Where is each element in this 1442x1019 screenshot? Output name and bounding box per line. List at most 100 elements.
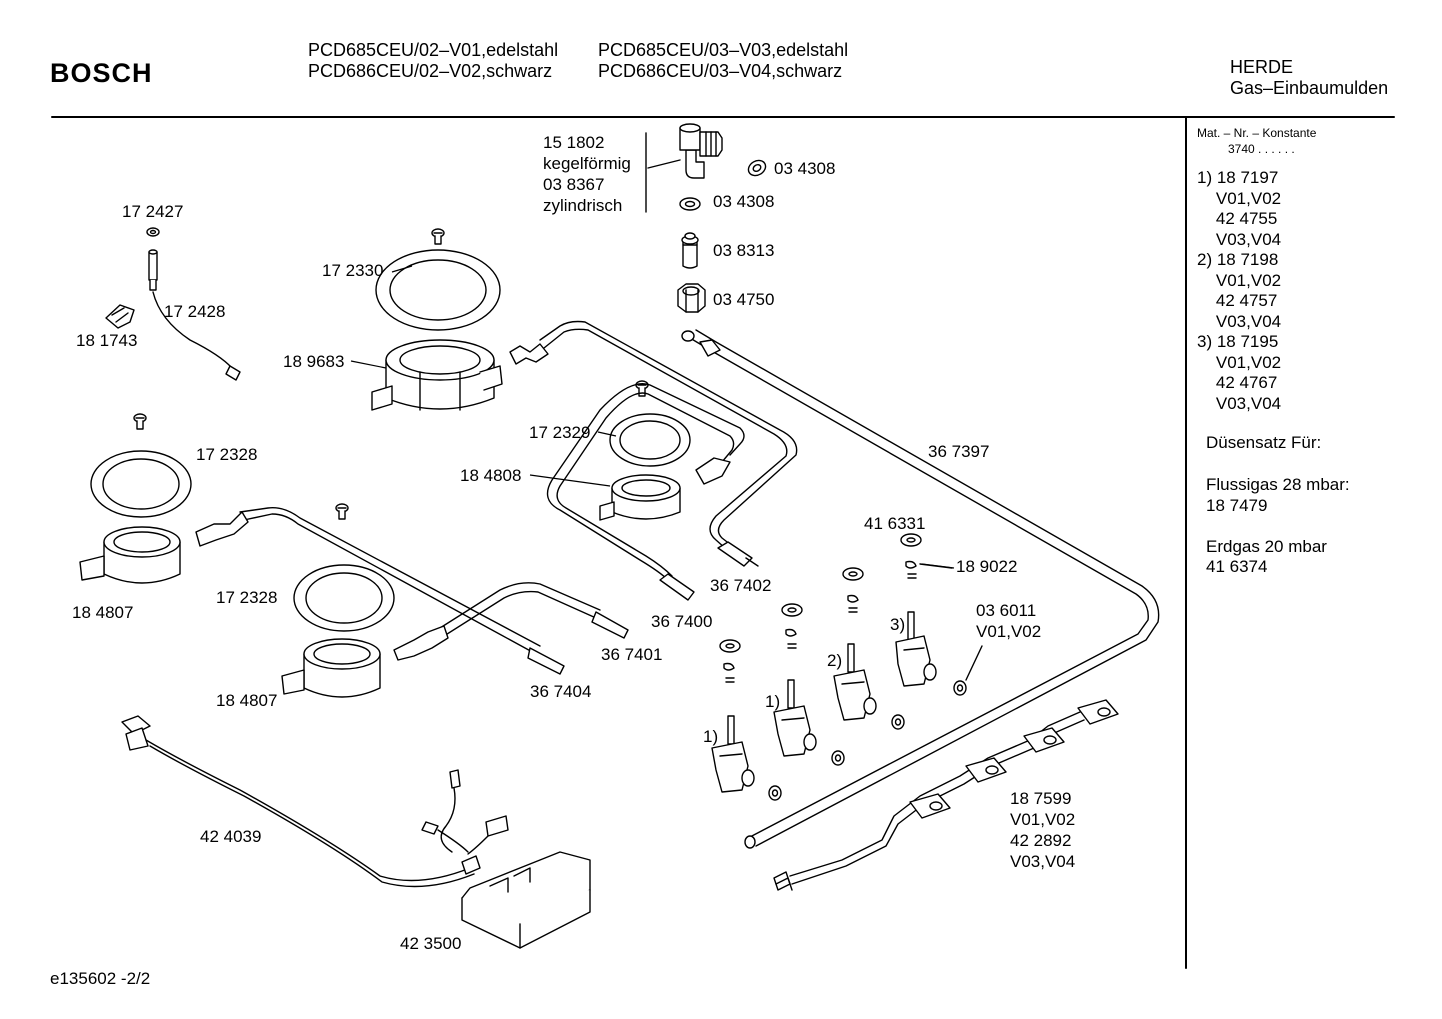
main-gas-pipe-367397 (681, 329, 1160, 849)
part-label: 36 7400 (651, 612, 713, 631)
footnote-marker: 1) (703, 727, 719, 746)
part-label: 03 4750 (713, 290, 775, 309)
part-label: 18 4808 (460, 466, 522, 485)
part-label: 42 2892 (1010, 831, 1072, 850)
footnote-line: V03,V04 (1197, 393, 1282, 413)
model-line-1: PCD685CEU/02–V01,edelstahl (308, 40, 559, 60)
o-ring-036011-icon (953, 680, 967, 696)
knob-cap-416331-icon (900, 533, 922, 547)
part-label: kegelförmig (543, 154, 631, 173)
footnote-marker: 1) (765, 692, 781, 711)
washer-034308b-icon (679, 197, 701, 211)
model-line-3: PCD685CEU/03–V03,edelstahl (598, 40, 849, 60)
elbow-fitting-icon (679, 123, 723, 179)
part-label: V01,V02 (1010, 810, 1076, 829)
pipe-367402 (509, 320, 798, 567)
footnote-line: 42 4755 (1197, 209, 1278, 228)
o-ring-b-icon (831, 750, 845, 766)
part-label: 36 7404 (530, 682, 592, 701)
footnote-line: 3) 18 7195 (1197, 332, 1279, 351)
model-line-2: PCD686CEU/02–V02,schwarz (308, 61, 553, 81)
footnote-line: V01,V02 (1197, 352, 1282, 372)
gas-valve-2-icon (833, 643, 877, 721)
burner-cup-189683-icon (371, 339, 503, 411)
gasket-172329-icon (609, 413, 691, 467)
gasket-172328a-icon (90, 450, 192, 518)
footnote-line: 42 4757 (1197, 291, 1278, 310)
part-label: 15 1802 (543, 133, 605, 152)
mat-number-value: 3740 . . . . . . (1228, 142, 1295, 156)
knob-cap-valve2-icon (781, 603, 803, 649)
screw-burner3-icon (133, 413, 147, 430)
gasket-172328b-icon (293, 564, 395, 632)
category-title: HERDE (1230, 57, 1294, 77)
spring-189022-icon (905, 560, 917, 579)
footnote-line: V03,V04 (1197, 229, 1282, 249)
burner-cup-184808-icon (599, 474, 681, 521)
part-label: zylindrisch (543, 196, 623, 215)
brand-logo: BOSCH (50, 58, 153, 88)
cable-harness-424039 (121, 715, 509, 888)
part-label: 41 6331 (864, 514, 926, 533)
part-label: 18 9022 (956, 557, 1018, 576)
footnote-list: 1) 18 7197 V01,V02 42 4755 V03,V04 2) 18… (1197, 168, 1281, 414)
category-subtitle: Gas–Einbaumulden (1230, 78, 1389, 98)
footnote-line: V01,V02 (1197, 188, 1282, 208)
ng-value: 41 6374 (1206, 557, 1268, 576)
gas-valve-1a-icon (711, 715, 755, 793)
o-ring-a-icon (891, 714, 905, 730)
part-label: 42 3500 (400, 934, 462, 953)
footnote-line: V01,V02 (1197, 270, 1282, 290)
part-label: 03 4308 (713, 192, 775, 211)
nozzle-set-title: Düsensatz Für: (1206, 433, 1322, 452)
part-label: 03 6011 (976, 601, 1037, 620)
document-id: e135602 -2/2 (50, 969, 151, 988)
leader-189022 (919, 563, 953, 569)
lpg-value: 18 7479 (1206, 496, 1268, 515)
burner-cup-184807a-icon (79, 526, 181, 584)
part-label: 42 4039 (200, 827, 262, 846)
part-label: 18 4807 (216, 691, 278, 710)
leader-036011 (965, 645, 983, 681)
gas-valve-3-icon (895, 611, 937, 687)
part-label: 36 7401 (601, 645, 663, 664)
gasket-172330-icon (375, 249, 501, 331)
pipe-367401 (195, 507, 565, 675)
part-label: 18 4807 (72, 603, 134, 622)
footnote-marker: 2) (827, 651, 843, 670)
part-label: 36 7397 (928, 442, 990, 461)
part-label: 18 9683 (283, 352, 345, 371)
footnote-line: V03,V04 (1197, 311, 1282, 331)
screw-burner1-icon (431, 228, 445, 245)
nozzle-038313-icon (681, 232, 699, 269)
pipe-367400 (546, 383, 745, 601)
part-label: 17 2330 (322, 261, 384, 280)
burner-cup-184807b-icon (281, 638, 381, 698)
kegel-leader (647, 159, 681, 169)
part-label: 18 7599 (1010, 789, 1072, 808)
part-label: V03,V04 (1010, 852, 1076, 871)
nut-034750-icon (677, 283, 706, 313)
part-label: 17 2329 (529, 423, 591, 442)
part-label: V01,V02 (976, 622, 1042, 641)
ignition-module-423500-icon (461, 851, 591, 949)
o-ring-c-icon (768, 785, 782, 801)
part-label: 18 1743 (76, 331, 138, 350)
footnote-marker: 3) (890, 615, 906, 634)
spark-plug-172428-icon (146, 227, 241, 381)
lpg-label: Flussigas 28 mbar: (1206, 475, 1350, 494)
gas-valve-1b-icon (773, 679, 817, 757)
mat-number-title: Mat. – Nr. – Konstante (1197, 126, 1317, 140)
pipe-367404 (393, 582, 629, 661)
footnote-line: 42 4767 (1197, 373, 1278, 392)
screw-burner4-icon (335, 503, 349, 520)
part-label: 17 2328 (216, 588, 278, 607)
part-label: 17 2328 (196, 445, 258, 464)
knob-cap-valve1-icon (719, 639, 741, 683)
ng-label: Erdgas 20 mbar (1206, 537, 1327, 556)
part-label: 17 2427 (122, 202, 184, 221)
knob-cap-valve3-icon (842, 567, 864, 613)
part-label: 03 4308 (774, 159, 836, 178)
